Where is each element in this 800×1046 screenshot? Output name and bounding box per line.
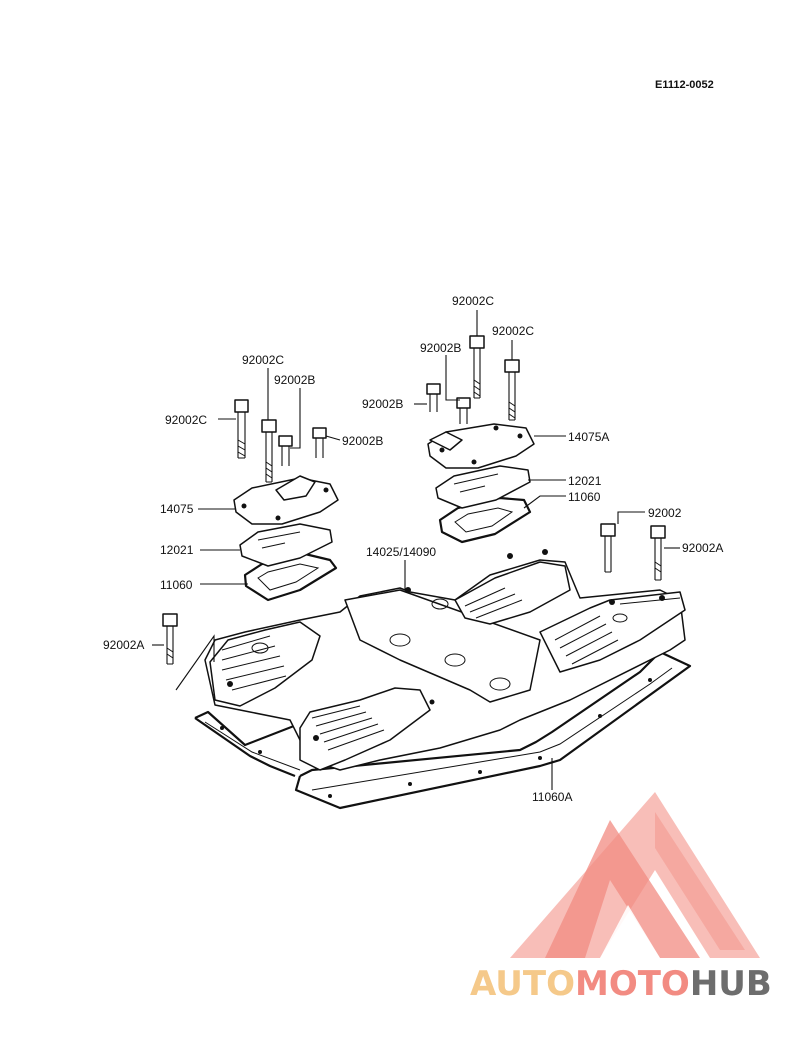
watermark-text-part2: MOTO: [575, 964, 690, 1004]
watermark-text-part1: AUTO: [470, 964, 575, 1004]
label-11060A: 11060A: [532, 790, 572, 804]
label-92002: 92002: [648, 506, 682, 520]
label-92002C: 92002C: [242, 353, 284, 367]
bolt-92002C-left-mid: [261, 419, 277, 483]
label-92002B: 92002B: [342, 434, 383, 448]
bolt-92002C-right-mid: [504, 359, 520, 421]
label-11060: 11060: [568, 490, 601, 504]
watermark-logo: [510, 792, 760, 958]
bolts-right-group: [426, 335, 520, 424]
label-92002B: 92002B: [274, 373, 315, 387]
label-92002B: 92002B: [362, 397, 403, 411]
bolt-92002A-right: [650, 525, 666, 581]
label-14075A: 14075A: [568, 430, 609, 444]
bolts-left-group: [234, 399, 327, 483]
label-92002B: 92002B: [420, 341, 461, 355]
bolt-92002C-right-tall: [469, 335, 485, 399]
label-12021: 12021: [568, 474, 602, 488]
leader-lines: [152, 310, 680, 790]
bolt-92002C-left-long: [234, 399, 249, 459]
watermark-text: AUTOMOTOHUB: [470, 964, 772, 1004]
bolt-92002B-left-short: [278, 435, 293, 466]
cover-14075: [233, 477, 339, 525]
cover-14075A: [427, 423, 535, 469]
bolt-92002B-left-right: [312, 427, 327, 458]
label-92002A: 92002A: [682, 541, 723, 555]
document-code: E1112-0052: [655, 79, 714, 91]
bolt-92002B-right-a: [426, 383, 441, 412]
bolt-92002A-left: [162, 613, 178, 665]
label-92002C: 92002C: [165, 413, 207, 427]
bolt-92002B-right-b: [456, 397, 471, 424]
label-14025-14090: 14025/14090: [366, 545, 436, 559]
watermark-text-part3: HUB: [690, 964, 772, 1004]
label-14075: 14075: [160, 502, 194, 516]
plate-12021-right: [435, 465, 531, 509]
plate-12021-left: [239, 523, 333, 567]
label-92002C: 92002C: [452, 294, 494, 308]
label-12021: 12021: [160, 543, 194, 557]
label-92002C: 92002C: [492, 324, 534, 338]
label-92002A: 92002A: [103, 638, 144, 652]
label-11060: 11060: [160, 578, 193, 592]
cylinder-head-cover: [204, 549, 686, 771]
bolt-92002: [600, 523, 616, 573]
